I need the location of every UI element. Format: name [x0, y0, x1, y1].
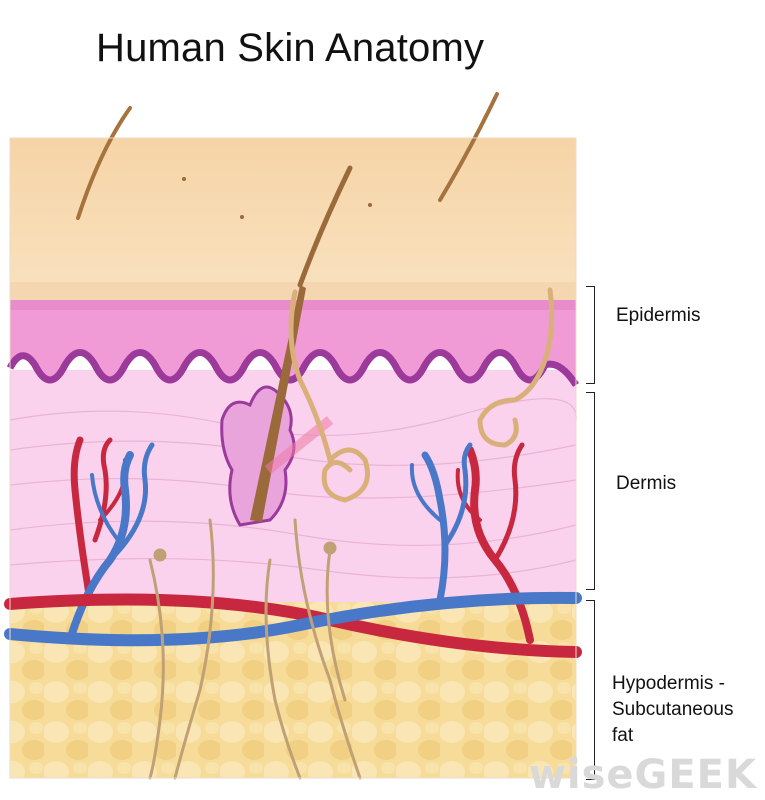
nerve-fibers [148, 518, 362, 780]
blood-vessels-right [409, 442, 534, 644]
hair-strands [76, 92, 499, 220]
label-hypodermis-1: Hypodermis - [612, 673, 725, 694]
dermis-bracket [586, 392, 595, 590]
skin-surface [10, 138, 576, 300]
epidermis-bracket [586, 286, 595, 384]
label-hypodermis-2: Subcutaneous [612, 699, 734, 720]
watermark-logo: wiseGEEK [528, 752, 757, 798]
page-title: Human Skin Anatomy [96, 26, 485, 70]
label-epidermis: Epidermis [616, 305, 701, 326]
hypodermis-bracket [586, 600, 595, 780]
label-hypodermis-3: fat [612, 725, 634, 746]
label-dermis: Dermis [616, 473, 677, 494]
sweat-glands [288, 287, 555, 503]
